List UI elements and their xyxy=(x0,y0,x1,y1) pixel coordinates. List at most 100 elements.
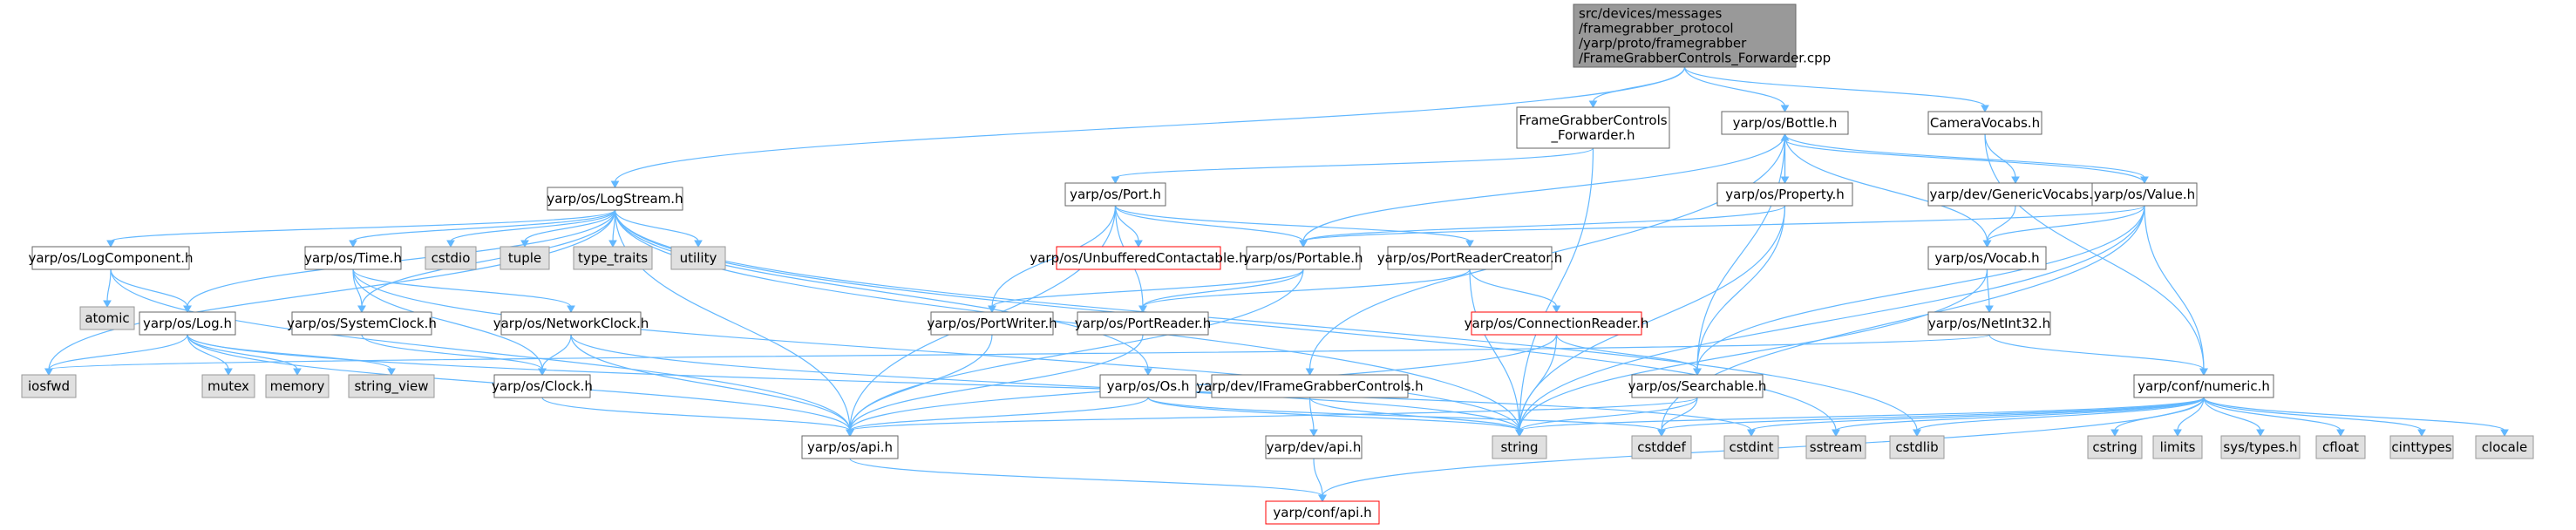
node-box xyxy=(31,246,190,270)
node-box xyxy=(1492,435,1547,459)
graph-node-log[interactable]: yarp/os/Log.h xyxy=(139,311,236,336)
node-box xyxy=(1387,246,1553,270)
graph-node-property[interactable]: yarp/os/Property.h xyxy=(1716,182,1853,207)
edge-logstream-to-time xyxy=(349,209,616,248)
node-box xyxy=(2475,435,2534,459)
graph-node-clock[interactable]: yarp/os/Clock.h xyxy=(492,374,593,398)
edge-os-to-string xyxy=(1147,397,1524,438)
node-label: cstddef xyxy=(1637,439,1686,455)
graph-node-portreader[interactable]: yarp/os/PortReader.h xyxy=(1075,311,1212,336)
edge-portreadercreator-to-portreader xyxy=(1138,268,1471,314)
graph-node-logcomponent[interactable]: yarp/os/LogComponent.h xyxy=(28,246,194,270)
graph-node-fgcfh[interactable]: FrameGrabberControls_Forwarder.h xyxy=(1516,106,1670,149)
graph-node-connectionreader[interactable]: yarp/os/ConnectionReader.h xyxy=(1465,311,1649,336)
node-label: yarp/os/PortWriter.h xyxy=(927,316,1057,331)
graph-node-value[interactable]: yarp/os/Value.h xyxy=(2091,182,2198,207)
edge-arrowhead xyxy=(1780,105,1790,113)
node-box xyxy=(1246,246,1361,270)
graph-node-camvocabs[interactable]: CameraVocabs.h xyxy=(1927,111,2042,135)
edge-root-to-logstream xyxy=(610,66,1686,189)
edge-logstream-to-logcomponent xyxy=(106,209,616,248)
edge-root-to-camvocabs xyxy=(1683,66,1989,113)
edge-line xyxy=(614,209,699,242)
node-label: type_traits xyxy=(578,250,648,267)
node-label: cstdlib xyxy=(1895,439,1938,455)
graph-node-memory: memory xyxy=(265,374,330,398)
node-label: limits xyxy=(2160,439,2196,455)
node-box xyxy=(1721,111,1849,135)
node-label: yarp/os/NetworkClock.h xyxy=(493,316,649,331)
edge-arrowhead xyxy=(357,305,366,314)
edge-arrowhead xyxy=(1985,305,1994,314)
node-box xyxy=(425,246,477,270)
node-box xyxy=(2087,435,2143,459)
graph-node-port[interactable]: yarp/os/Port.h xyxy=(1064,182,1166,207)
graph-node-portwriter[interactable]: yarp/os/PortWriter.h xyxy=(927,311,1057,336)
edge-bottle-to-searchable xyxy=(1693,133,1786,377)
graph-node-portreadercreator[interactable]: yarp/os/PortReaderCreator.h xyxy=(1377,246,1563,270)
edge-line xyxy=(1469,268,1558,308)
node-label: yarp/os/Value.h xyxy=(2094,187,2195,202)
graph-node-searchable[interactable]: yarp/os/Searchable.h xyxy=(1628,374,1767,398)
edge-time-to-networkclock xyxy=(352,268,575,314)
edge-port-to-portable xyxy=(1114,205,1308,248)
edge-fgcfh-to-port xyxy=(1111,147,1594,185)
node-box xyxy=(201,374,255,398)
graph-node-time[interactable]: yarp/os/Time.h xyxy=(304,246,402,270)
graph-node-vocab[interactable]: yarp/os/Vocab.h xyxy=(1927,246,2047,270)
edge-root-to-bottle xyxy=(1683,66,1790,113)
node-box xyxy=(1805,435,1866,459)
node-box xyxy=(2220,435,2301,459)
edge-value-to-numeric xyxy=(2144,205,2208,377)
edge-line xyxy=(849,397,1698,431)
node-box xyxy=(801,435,899,459)
node-box xyxy=(2389,435,2454,459)
edge-arrowhead xyxy=(1588,100,1598,109)
graph-node-bottle[interactable]: yarp/os/Bottle.h xyxy=(1721,111,1849,135)
node-label: utility xyxy=(680,250,717,266)
edge-port-to-portreadercreator xyxy=(1114,205,1474,248)
edge-portreadercreator-to-connectionreader xyxy=(1469,268,1561,314)
edge-line xyxy=(1592,66,1686,103)
node-label: yarp/os/LogComponent.h xyxy=(28,250,193,266)
edge-line xyxy=(614,209,1149,370)
edge-arrowhead xyxy=(1309,429,1318,438)
edge-line xyxy=(1519,397,1698,431)
edge-arrowhead xyxy=(106,240,115,248)
edge-log-to-mutex xyxy=(187,334,233,377)
graph-node-networkclock[interactable]: yarp/os/NetworkClock.h xyxy=(493,311,649,336)
graph-node-root[interactable]: src/devices/messages/framegrabber_protoc… xyxy=(1573,3,1831,68)
graph-node-os[interactable]: yarp/os/Os.h xyxy=(1099,374,1197,398)
edge-line xyxy=(450,209,616,242)
edge-line xyxy=(1313,458,1323,497)
node-label: yarp/os/Port.h xyxy=(1070,187,1161,202)
edge-arrowhead xyxy=(2011,176,2020,185)
graph-node-systemclock[interactable]: yarp/os/SystemClock.h xyxy=(287,311,437,336)
graph-node-ifgc[interactable]: yarp/dev/IFrameGrabberControls.h xyxy=(1196,374,1424,398)
graph-node-portable[interactable]: yarp/os/Portable.h xyxy=(1244,246,1363,270)
edge-ifgc-to-devapi xyxy=(1308,397,1318,438)
edge-line xyxy=(2203,397,2261,431)
edge-log-to-iosfwd xyxy=(44,334,188,377)
node-label: yarp/dev/GenericVocabs.h xyxy=(1930,187,2102,202)
node-box xyxy=(1064,182,1166,207)
edge-netint32-to-numeric xyxy=(1988,334,2208,377)
node-label: iosfwd xyxy=(28,378,70,394)
node-label: memory xyxy=(270,378,325,394)
edge-arrowhead xyxy=(349,240,357,248)
graph-node-numeric[interactable]: yarp/conf/numeric.h xyxy=(2133,374,2274,398)
graph-node-genericvocabs[interactable]: yarp/dev/GenericVocabs.h xyxy=(1927,182,2104,207)
node-label: yarp/dev/api.h xyxy=(1267,439,1362,455)
node-label: yarp/os/Clock.h xyxy=(492,378,593,394)
graph-node-osapi[interactable]: yarp/os/api.h xyxy=(801,435,899,459)
graph-node-netint32[interactable]: yarp/os/NetInt32.h xyxy=(1927,311,2051,336)
node-label: /yarp/proto/framegrabber xyxy=(1579,36,1747,51)
graph-node-confapi[interactable]: yarp/conf/api.h xyxy=(1265,500,1380,525)
graph-node-devapi[interactable]: yarp/dev/api.h xyxy=(1265,435,1363,459)
node-label: string_view xyxy=(354,378,428,395)
graph-node-string_view: string_view xyxy=(348,374,435,398)
edge-arrowhead xyxy=(2336,429,2345,438)
graph-node-logstream[interactable]: yarp/os/LogStream.h xyxy=(547,187,683,211)
graph-node-unbuffered[interactable]: yarp/os/UnbufferedContactable.h xyxy=(1030,246,1247,270)
edge-line xyxy=(1696,133,1786,370)
